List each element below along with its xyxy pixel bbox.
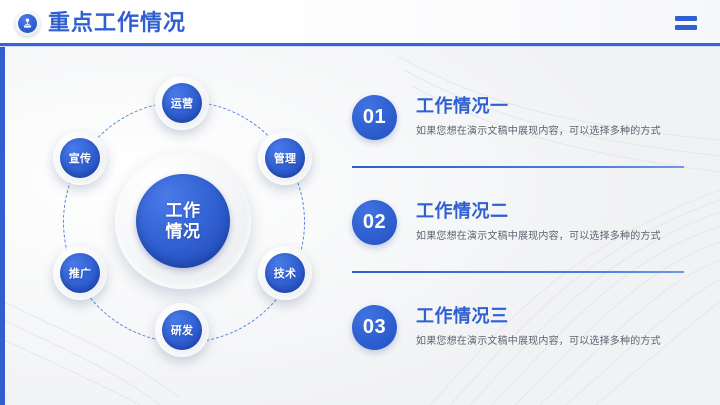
status-badge: 03	[352, 305, 397, 350]
header-divider-soft	[0, 46, 720, 47]
status-badge: 02	[352, 200, 397, 245]
list-item-description: 如果您想在演示文稿中展现内容，可以选择多种的方式	[416, 126, 661, 137]
list-item[interactable]: 01 工作情况一 如果您想在演示文稿中展现内容，可以选择多种的方式	[348, 78, 698, 183]
podium-speaker-icon	[15, 11, 40, 36]
diagram-node-label: 管理	[265, 138, 305, 178]
diagram-node-jishu[interactable]: 技术	[258, 246, 312, 300]
list-item-title: 工作情况一	[416, 96, 509, 116]
list-item-divider	[352, 166, 684, 168]
list-item-title: 工作情况三	[416, 306, 509, 326]
list-item-description: 如果您想在演示文稿中展现内容，可以选择多种的方式	[416, 336, 661, 347]
list-item[interactable]: 03 工作情况三 如果您想在演示文稿中展现内容，可以选择多种的方式	[348, 288, 698, 374]
left-edge-accent-strip	[0, 0, 5, 405]
diagram-node-xuanchuan[interactable]: 宣传	[53, 131, 107, 185]
diagram-node-tuiguang[interactable]: 推广	[53, 246, 107, 300]
diagram-center-label: 工作 情况	[136, 174, 230, 268]
header-divider	[0, 43, 720, 46]
status-badge: 01	[352, 95, 397, 140]
page-title: 重点工作情况	[48, 10, 187, 35]
diagram-node-yunying[interactable]: 运营	[155, 76, 209, 130]
diagram-node-label: 研发	[162, 310, 202, 350]
list-item-description: 如果您想在演示文稿中展现内容，可以选择多种的方式	[416, 231, 661, 242]
podium-speaker-icon-glyph	[18, 14, 37, 33]
diagram-center-hub[interactable]: 工作 情况	[115, 153, 251, 289]
center-label-line1: 工作	[165, 201, 201, 220]
hub-spoke-diagram: 工作 情况 运营 管理 技术 研发 推广 宣传	[18, 56, 348, 386]
diagram-node-label: 宣传	[60, 138, 100, 178]
center-label-line2: 情况	[165, 222, 201, 241]
hamburger-bar-1	[675, 16, 697, 21]
slide-header: 重点工作情况	[0, 0, 720, 47]
diagram-node-label: 运营	[162, 83, 202, 123]
work-items-list: 01 工作情况一 如果您想在演示文稿中展现内容，可以选择多种的方式 02 工作情…	[348, 78, 698, 374]
diagram-node-label: 技术	[265, 253, 305, 293]
hamburger-menu-icon[interactable]	[675, 16, 697, 30]
diagram-node-label: 推广	[60, 253, 100, 293]
hamburger-bar-2	[675, 25, 697, 30]
list-item-title: 工作情况二	[416, 201, 509, 221]
list-item-divider	[352, 271, 684, 273]
diagram-node-yanfa[interactable]: 研发	[155, 303, 209, 357]
diagram-node-guanli[interactable]: 管理	[258, 131, 312, 185]
list-item[interactable]: 02 工作情况二 如果您想在演示文稿中展现内容，可以选择多种的方式	[348, 183, 698, 288]
